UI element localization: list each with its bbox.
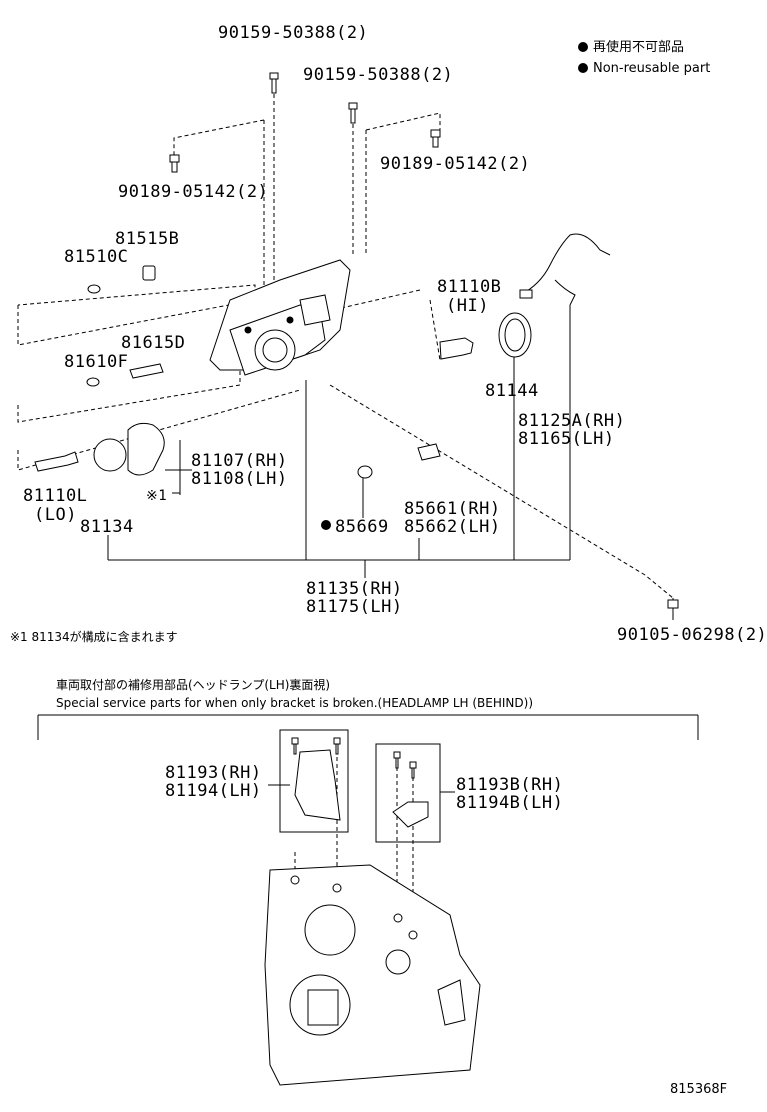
non-reusable-marker <box>321 520 331 530</box>
part-81144[interactable]: 81144 <box>485 381 539 401</box>
legend-en-text: Non-reusable part <box>593 61 711 76</box>
part-81193[interactable]: 81193(RH) <box>165 763 262 783</box>
part-81107[interactable]: 81107(RH) <box>191 451 288 471</box>
part-81194b[interactable]: 81194B(LH) <box>456 793 564 813</box>
part-81110b[interactable]: 81110B <box>437 277 502 297</box>
part-81165[interactable]: 81165(LH) <box>518 429 615 449</box>
part-81515b[interactable]: 81515B <box>115 229 180 249</box>
part-81510c[interactable]: 81510C <box>64 247 129 267</box>
legend-jp: 再使用不可部品 <box>578 38 684 58</box>
bullet-icon <box>578 63 588 73</box>
part-81125a[interactable]: 81125A(RH) <box>518 411 626 431</box>
leader-lines <box>37 305 699 843</box>
part-81193b[interactable]: 81193B(RH) <box>456 775 564 795</box>
section-title-en: Special service parts for when only brac… <box>56 696 534 710</box>
legend-jp-text: 再使用不可部品 <box>593 40 685 55</box>
part-81135[interactable]: 81135(RH) <box>306 579 403 599</box>
footnote: ※1 81134が構成に含まれます <box>10 630 178 644</box>
part-90159-top[interactable]: 90159-50388(2) <box>218 23 369 43</box>
section-title-jp: 車両取付部の補修用部品(ヘッドランプ(LH)裏面視) <box>56 678 331 692</box>
dashed-guides <box>17 80 674 930</box>
part-81194[interactable]: 81194(LH) <box>165 781 262 801</box>
part-90105[interactable]: 90105-06298(2) <box>617 625 767 645</box>
part-81610f[interactable]: 81610F <box>64 352 129 372</box>
part-81110l-sub: (LO) <box>34 505 77 525</box>
part-81175[interactable]: 81175(LH) <box>306 597 403 617</box>
part-85662[interactable]: 85662(LH) <box>404 517 501 537</box>
part-81134[interactable]: 81134 <box>80 517 134 537</box>
part-90189-right[interactable]: 90189-05142(2) <box>380 154 531 174</box>
component-icons <box>34 233 611 479</box>
reference-code: 815368F <box>670 1082 728 1097</box>
bullet-icon <box>578 42 588 52</box>
part-90189-left[interactable]: 90189-05142(2) <box>118 182 269 202</box>
bracket-icons <box>294 749 429 828</box>
part-85661[interactable]: 85661(RH) <box>404 499 501 519</box>
part-90159-mid[interactable]: 90159-50388(2) <box>303 65 454 85</box>
housing-rear-view <box>264 864 481 1086</box>
legend-en: Non-reusable part <box>578 59 710 79</box>
headlamp-assembly <box>209 259 351 376</box>
fastener-icons <box>169 72 679 779</box>
part-81110l[interactable]: 81110L <box>23 486 88 506</box>
part-81615d[interactable]: 81615D <box>121 333 186 353</box>
part-81110b-sub: (HI) <box>446 296 489 316</box>
part-85669[interactable]: 85669 <box>335 517 389 537</box>
part-81108[interactable]: 81108(LH) <box>191 469 288 489</box>
mark-1: ※1 <box>146 488 168 504</box>
